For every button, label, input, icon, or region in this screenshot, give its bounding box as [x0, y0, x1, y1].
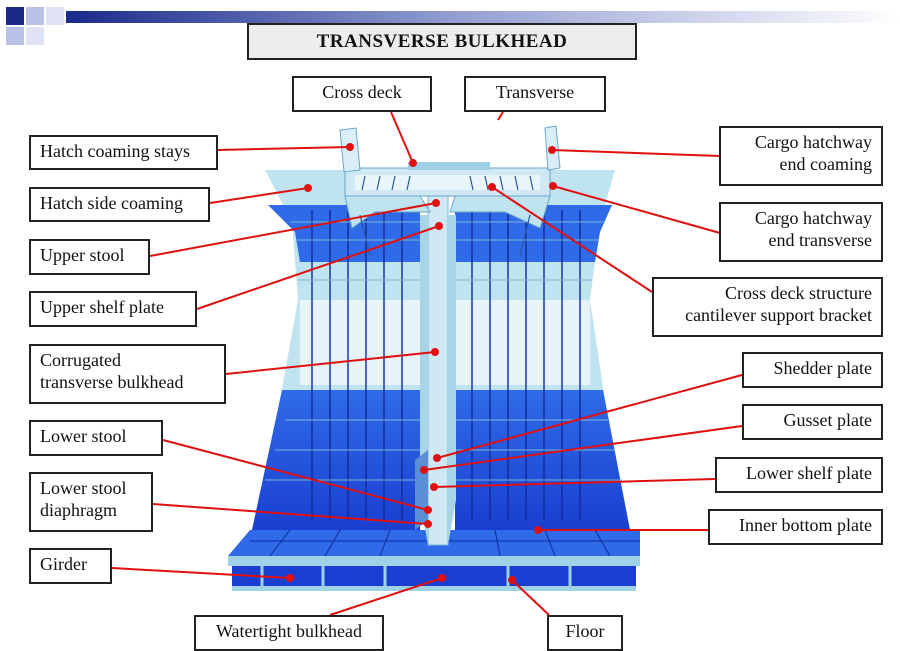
leader-lines	[111, 111, 743, 616]
corner-square	[6, 27, 24, 45]
label-cross-deck-cantilever-bracket: Cross deck structure cantilever support …	[652, 277, 883, 337]
label-text: Corrugated	[40, 350, 121, 370]
top-gradient-bar	[66, 11, 900, 23]
label-text: diaphragm	[40, 500, 117, 520]
label-text: Watertight bulkhead	[215, 621, 362, 641]
label-text: Upper stool	[40, 245, 125, 265]
bulkhead-right-half	[455, 170, 630, 530]
corner-square	[26, 7, 44, 25]
corner-square	[6, 7, 24, 25]
label-text: Lower shelf plate	[746, 463, 872, 483]
label-text: Cargo hatchway	[754, 132, 872, 152]
label-shedder-plate: Shedder plate	[742, 352, 883, 388]
label-text: Inner bottom plate	[739, 515, 872, 535]
label-text: Hatch coaming stays	[40, 141, 190, 161]
label-corrugated-transverse-bulkhead: Corrugated transverse bulkhead	[29, 344, 226, 404]
label-cargo-hatchway-end-coaming: Cargo hatchway end coaming	[719, 126, 883, 186]
bulkhead-left-half	[252, 170, 420, 530]
label-cargo-hatchway-end-transverse: Cargo hatchway end transverse	[719, 202, 883, 262]
label-hatch-coaming-stays: Hatch coaming stays	[29, 135, 218, 170]
label-lower-stool: Lower stool	[29, 420, 163, 456]
central-web	[415, 174, 456, 546]
label-text: Upper shelf plate	[40, 297, 164, 317]
label-upper-shelf-plate: Upper shelf plate	[29, 291, 197, 327]
label-lower-shelf-plate: Lower shelf plate	[715, 457, 883, 493]
label-text: Gusset plate	[783, 410, 872, 430]
label-girder: Girder	[29, 548, 112, 584]
label-text: Cargo hatchway	[754, 208, 872, 228]
label-upper-stool: Upper stool	[29, 239, 150, 275]
label-text: cantilever support bracket	[685, 305, 872, 325]
label-cross-deck: Cross deck	[292, 76, 432, 112]
label-gusset-plate: Gusset plate	[742, 404, 883, 440]
label-transverse: Transverse	[464, 76, 606, 112]
label-text: Transverse	[495, 82, 575, 102]
label-text: Floor	[565, 621, 605, 641]
label-inner-bottom-plate: Inner bottom plate	[708, 509, 883, 545]
label-text: Lower stool	[40, 426, 127, 446]
page-title: TRANSVERSE BULKHEAD	[247, 23, 637, 60]
label-lower-stool-diaphragm: Lower stool diaphragm	[29, 472, 153, 532]
corner-square	[26, 27, 44, 45]
label-text: Girder	[40, 554, 87, 574]
label-text: Shedder plate	[773, 358, 872, 378]
label-text: end transverse	[768, 230, 872, 250]
label-watertight-bulkhead: Watertight bulkhead	[194, 615, 384, 651]
label-text: Lower stool	[40, 478, 127, 498]
label-text: transverse bulkhead	[40, 372, 184, 392]
label-floor: Floor	[547, 615, 623, 651]
label-text: Hatch side coaming	[40, 193, 183, 213]
label-text: end coaming	[779, 154, 872, 174]
label-text: Cross deck structure	[725, 283, 872, 303]
label-text: Cross deck	[322, 82, 402, 102]
corner-square	[46, 7, 64, 25]
corner-decoration	[0, 0, 900, 50]
cross-deck-structure	[339, 125, 561, 256]
label-hatch-side-coaming: Hatch side coaming	[29, 187, 210, 222]
